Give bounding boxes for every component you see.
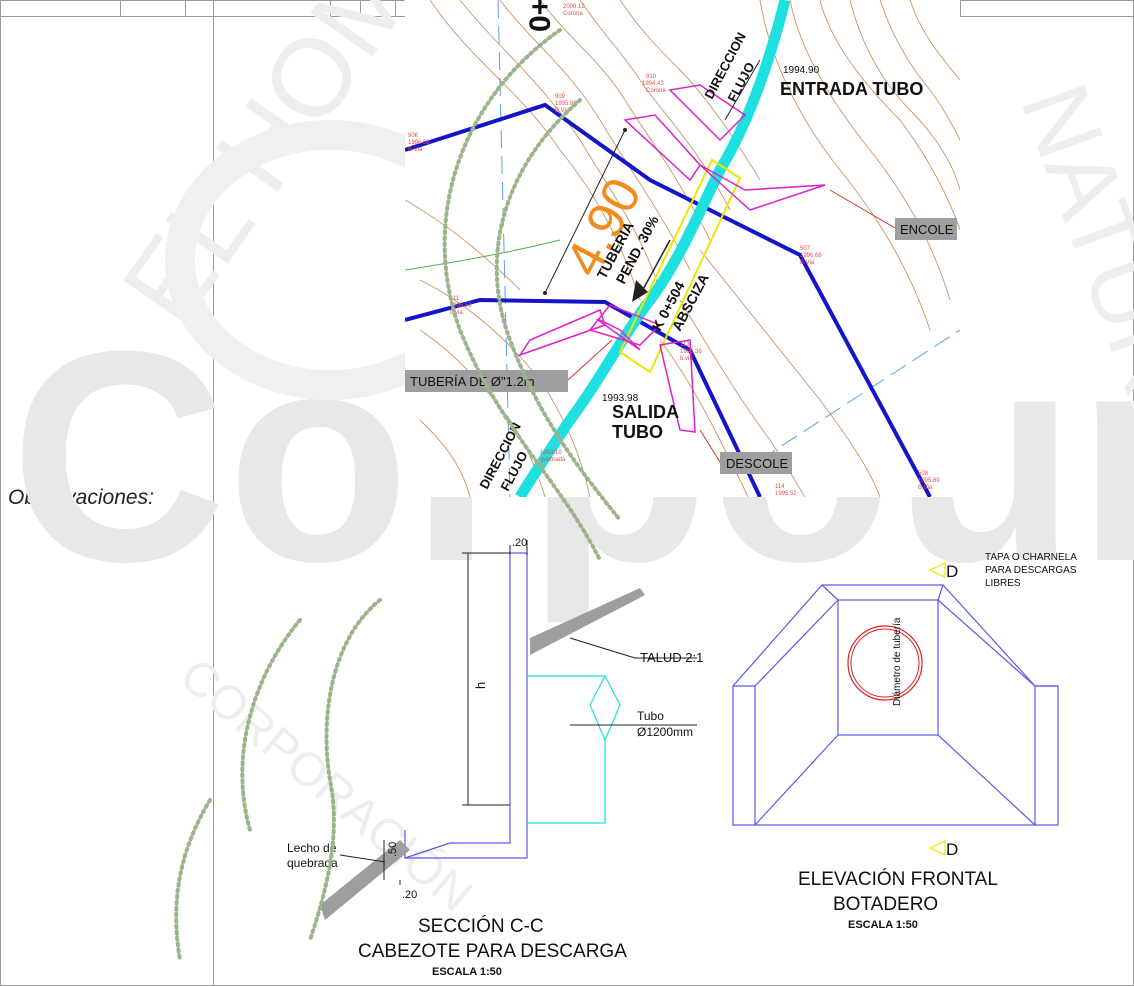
point-910-desc: Corona — [646, 88, 666, 94]
point-909-desc: B.Via — [555, 108, 570, 114]
section-pipe-label-1: Tubo — [637, 709, 664, 723]
point-508-id: 508 — [918, 471, 929, 477]
elevation-note-3: LIBRES — [985, 578, 1021, 589]
elevation-marker-top: D — [946, 562, 958, 581]
outlet-title-2: TUBO — [612, 422, 663, 442]
point-quebrada-desc: quebrada — [540, 457, 566, 463]
section-height-symbol: h — [473, 682, 488, 689]
point-corona-desc: Corona — [563, 11, 583, 17]
section-title-2: CABEZOTE PARA DESCARGA — [358, 941, 627, 962]
point-114-id: 114 — [775, 484, 785, 490]
section-pipe-label-2: Ø1200mm — [637, 725, 693, 739]
elevation-marker-bottom: D — [946, 840, 958, 859]
section-bed-label-2: quebrada — [287, 856, 338, 870]
outlet-elevation: 1993.98 — [602, 393, 639, 404]
point-508-desc: B.Via — [918, 485, 933, 491]
observations-label: Observaciones: — [8, 486, 154, 509]
elevation-note-2: PARA DESCARGAS — [985, 565, 1077, 576]
outlet-title-1: SALIDA — [612, 402, 679, 422]
column-divider — [213, 16, 214, 986]
point-909-id: 909 — [555, 94, 566, 100]
elevation-scale: ESCALA 1:50 — [848, 919, 918, 931]
inlet-title: ENTRADA TUBO — [780, 79, 923, 99]
elevation-note-1: TAPA O CHARNELA — [985, 552, 1077, 563]
point-111-desc: b.via — [450, 310, 463, 316]
pipe-diameter-label: Diámetro de tubería — [892, 617, 903, 706]
outlet-callout: DESCOLE — [726, 456, 788, 471]
section-scale: ESCALA 1:50 — [432, 966, 502, 978]
point-508-elev: 1995.69 — [918, 478, 940, 484]
point-quebrada-elev: 1993.10 — [540, 450, 562, 456]
inlet-elevation: 1994.90 — [783, 65, 820, 76]
section-base-height: .50 — [387, 842, 399, 857]
point-909-elev: 1995.68 — [555, 101, 577, 107]
section-bed-label-1: Lecho de — [287, 841, 337, 855]
section-top-thickness: .20 — [512, 537, 527, 549]
point-507-desc: B.Via — [800, 260, 815, 266]
point-910-elev: 1994.43 — [642, 81, 664, 87]
point-910-id: 910 — [646, 74, 657, 80]
point-corona-elev: 2000.12 — [563, 4, 585, 10]
point-906-elev: 1996.68 — [408, 140, 430, 146]
point-114-elev: 1995.52 — [775, 491, 797, 497]
section-base-thickness: .20 — [402, 889, 417, 901]
point-906-desc: B.Via — [408, 147, 423, 153]
point-113-elev: 1995.36 — [680, 349, 702, 355]
point-507-elev: 1996.68 — [800, 253, 822, 259]
inlet-callout: ENCOLE — [900, 222, 954, 237]
section-slope-label: TALUD 2:1 — [640, 650, 703, 665]
pipe-callout: TUBERÍA DE Ø"1.2m — [410, 374, 535, 389]
point-906-id: 906 — [408, 133, 419, 139]
station-label: 0+ — [524, 0, 557, 32]
elevation-title-2: BOTADERO — [833, 894, 938, 915]
section-title-1: SECCIÓN C-C — [418, 915, 544, 937]
point-111-elev: 1995.58 — [450, 303, 472, 309]
elevation-title-1: ELEVACIÓN FRONTAL — [798, 868, 998, 890]
point-507-id: 507 — [800, 246, 811, 252]
point-111-id: 111 — [450, 296, 460, 302]
point-113-desc: b.via — [680, 356, 693, 362]
point-113-id: 113 — [680, 342, 690, 348]
